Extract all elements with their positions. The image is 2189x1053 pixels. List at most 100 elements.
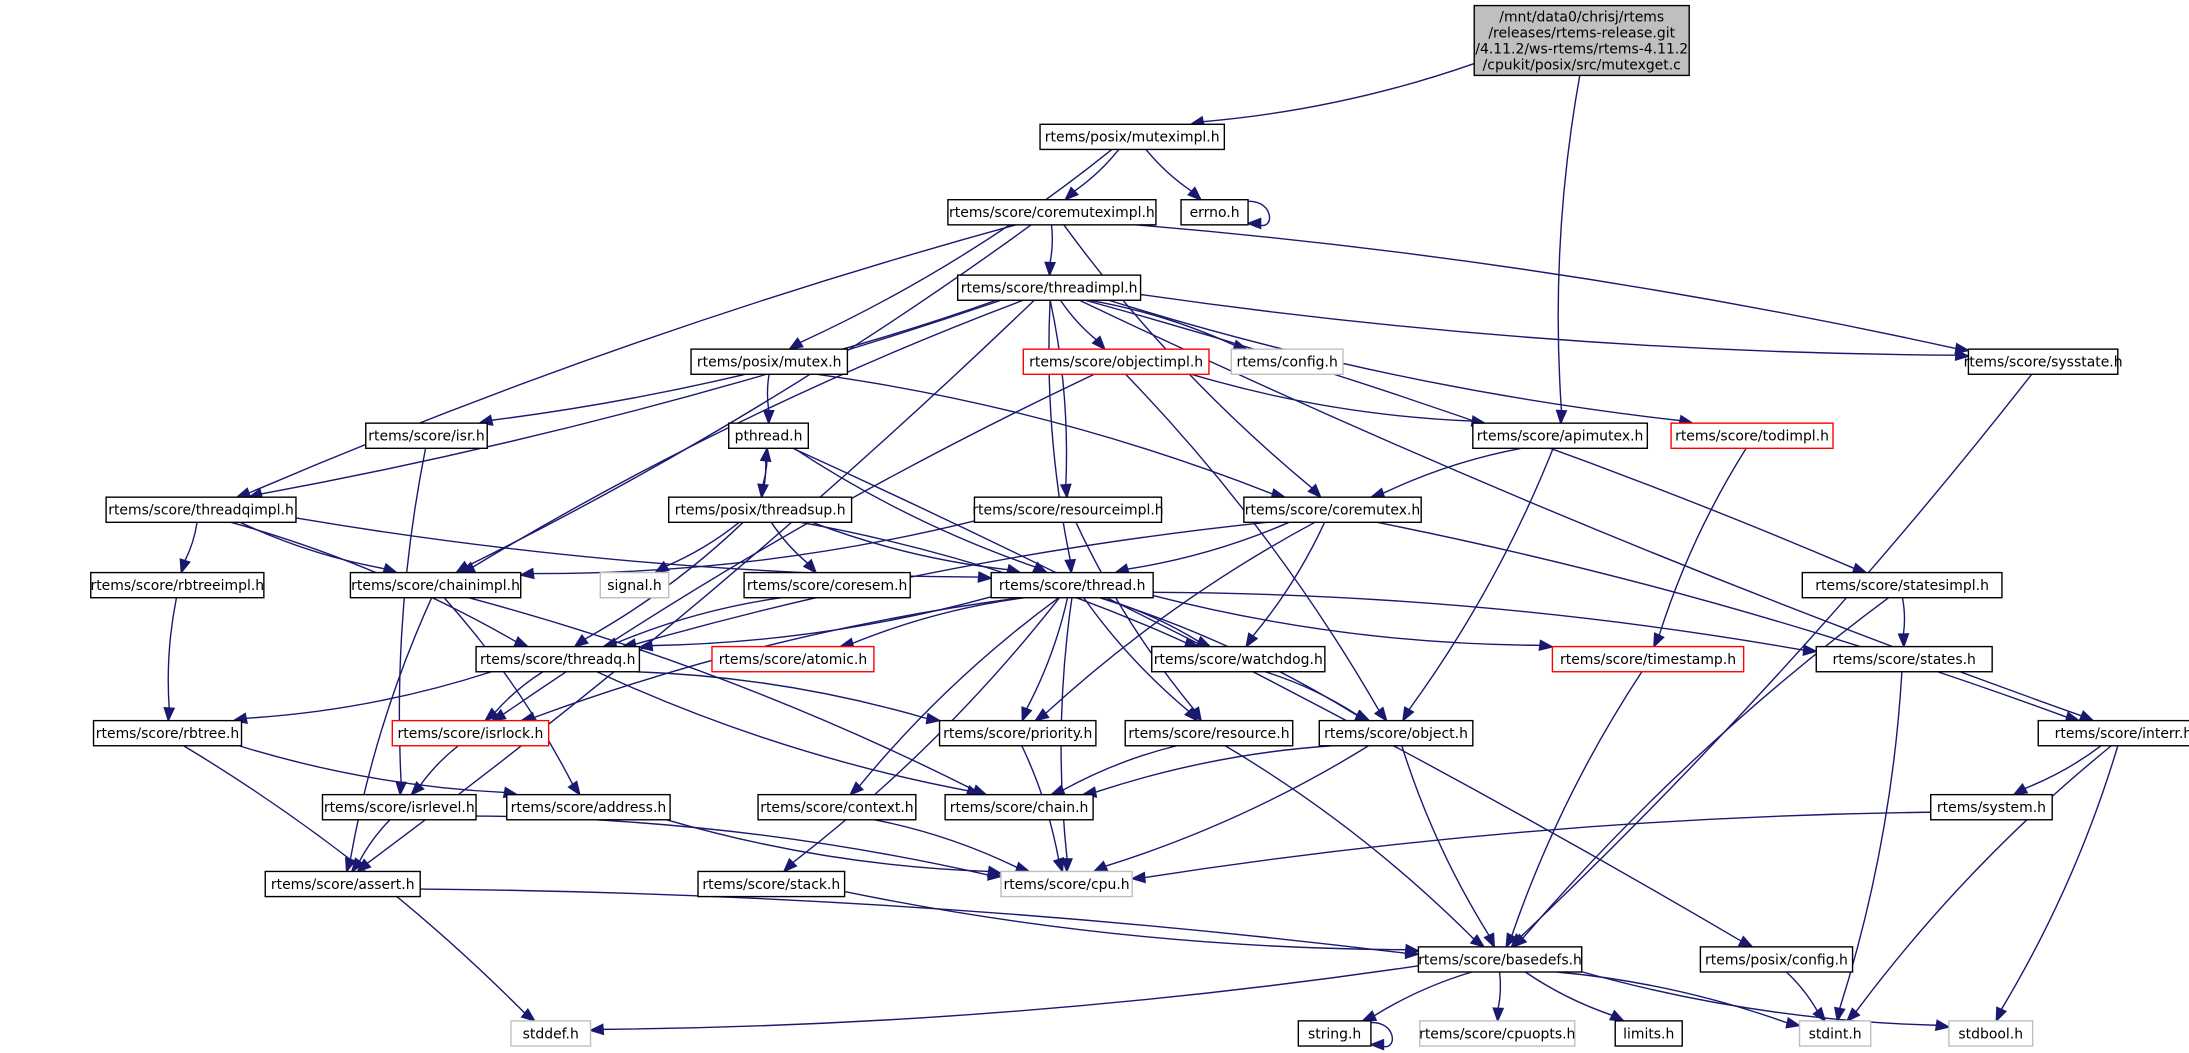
node-box[interactable] bbox=[728, 422, 810, 449]
node-stddef[interactable]: stddef.h bbox=[510, 1020, 592, 1047]
node-box[interactable] bbox=[349, 571, 522, 599]
node-box[interactable] bbox=[690, 348, 849, 375]
node-stack[interactable]: rtems/score/stack.h bbox=[697, 870, 846, 898]
node-sysstate[interactable]: rtems/score/sysstate.h bbox=[1964, 348, 2123, 375]
node-rbtreeimpl[interactable]: rtems/score/rbtreeimpl.h bbox=[90, 571, 265, 599]
node-timestamp[interactable]: rtems/score/timestamp.h bbox=[1551, 645, 1745, 673]
node-box[interactable] bbox=[1000, 870, 1133, 898]
node-box[interactable] bbox=[506, 793, 671, 821]
node-isrlevel[interactable]: rtems/score/isrlevel.h bbox=[321, 793, 477, 821]
node-root[interactable]: /mnt/data0/chrisj/rtems/releases/rtems-r… bbox=[1473, 4, 1690, 77]
node-resource[interactable]: rtems/score/resource.h bbox=[1124, 719, 1294, 747]
node-errno[interactable]: errno.h bbox=[1180, 199, 1249, 226]
node-box[interactable] bbox=[1948, 1020, 2034, 1047]
node-atomic[interactable]: rtems/score/atomic.h bbox=[711, 645, 875, 673]
node-box[interactable] bbox=[711, 645, 875, 673]
node-threadsup[interactable]: rtems/posix/threadsup.h bbox=[668, 496, 853, 524]
node-box[interactable] bbox=[1473, 4, 1690, 77]
node-stdbool[interactable]: stdbool.h bbox=[1948, 1020, 2034, 1047]
node-box[interactable] bbox=[1967, 348, 2119, 375]
node-apimutex[interactable]: rtems/score/apimutex.h bbox=[1472, 422, 1649, 449]
node-coremutex[interactable]: rtems/score/coremutex.h bbox=[1243, 496, 1422, 524]
node-box[interactable] bbox=[391, 719, 550, 747]
node-box[interactable] bbox=[1930, 793, 2053, 821]
node-box[interactable] bbox=[2037, 719, 2189, 747]
node-box[interactable] bbox=[1699, 946, 1854, 973]
node-box[interactable] bbox=[1230, 348, 1344, 375]
node-box[interactable] bbox=[944, 793, 1094, 821]
node-box[interactable] bbox=[668, 496, 853, 524]
node-priority[interactable]: rtems/score/priority.h bbox=[938, 719, 1097, 747]
node-box[interactable] bbox=[321, 793, 477, 821]
node-box[interactable] bbox=[264, 870, 421, 898]
node-context[interactable]: rtems/score/context.h bbox=[757, 793, 917, 821]
node-interr[interactable]: rtems/score/interr.h bbox=[2037, 719, 2189, 747]
node-posixmutex[interactable]: rtems/posix/mutex.h bbox=[690, 348, 849, 375]
node-stdint[interactable]: stdint.h bbox=[1798, 1020, 1872, 1047]
node-threadimpl[interactable]: rtems/score/threadimpl.h bbox=[956, 274, 1142, 301]
node-box[interactable] bbox=[1243, 496, 1422, 524]
node-box[interactable] bbox=[1039, 123, 1226, 151]
node-object[interactable]: rtems/score/object.h bbox=[1318, 719, 1474, 747]
node-config[interactable]: rtems/config.h bbox=[1230, 348, 1344, 375]
node-system[interactable]: rtems/system.h bbox=[1930, 793, 2053, 821]
node-rbtree[interactable]: rtems/score/rbtree.h bbox=[92, 719, 243, 747]
node-box[interactable] bbox=[105, 496, 297, 524]
node-box[interactable] bbox=[947, 199, 1157, 226]
node-box[interactable] bbox=[1815, 645, 1993, 673]
node-box[interactable] bbox=[743, 571, 911, 599]
node-todimpl[interactable]: rtems/score/todimpl.h bbox=[1670, 422, 1834, 449]
node-box[interactable] bbox=[1801, 571, 2003, 599]
node-box[interactable] bbox=[1798, 1020, 1872, 1047]
node-watchdog[interactable]: rtems/score/watchdog.h bbox=[1151, 645, 1326, 673]
node-box[interactable] bbox=[1022, 348, 1210, 375]
node-box[interactable] bbox=[92, 719, 243, 747]
node-box[interactable] bbox=[990, 571, 1154, 599]
node-coresem[interactable]: rtems/score/coresem.h bbox=[743, 571, 911, 599]
node-string[interactable]: string.h bbox=[1297, 1020, 1372, 1047]
node-box[interactable] bbox=[757, 793, 917, 821]
node-box[interactable] bbox=[1419, 1020, 1576, 1047]
node-box[interactable] bbox=[1124, 719, 1294, 747]
node-threadq[interactable]: rtems/score/threadq.h bbox=[475, 645, 641, 673]
node-box[interactable] bbox=[956, 274, 1142, 301]
node-chainimpl[interactable]: rtems/score/chainimpl.h bbox=[349, 571, 522, 599]
node-box[interactable] bbox=[938, 719, 1097, 747]
node-threadqimpl[interactable]: rtems/score/threadqimpl.h bbox=[105, 496, 297, 524]
node-box[interactable] bbox=[510, 1020, 592, 1047]
node-box[interactable] bbox=[1180, 199, 1249, 226]
node-box[interactable] bbox=[365, 422, 488, 449]
node-muteximpl[interactable]: rtems/posix/muteximpl.h bbox=[1039, 123, 1226, 151]
node-box[interactable] bbox=[1614, 1020, 1683, 1047]
node-isrlock[interactable]: rtems/score/isrlock.h bbox=[391, 719, 550, 747]
node-box[interactable] bbox=[1151, 645, 1326, 673]
node-box[interactable] bbox=[599, 571, 670, 599]
node-resourceimpl[interactable]: rtems/score/resourceimpl.h bbox=[972, 496, 1164, 524]
node-box[interactable] bbox=[1297, 1020, 1372, 1047]
node-box[interactable] bbox=[1551, 645, 1745, 673]
node-address[interactable]: rtems/score/address.h bbox=[506, 793, 671, 821]
node-thread[interactable]: rtems/score/thread.h bbox=[990, 571, 1154, 599]
node-box[interactable] bbox=[1318, 719, 1474, 747]
node-states[interactable]: rtems/score/states.h bbox=[1815, 645, 1993, 673]
node-pthread[interactable]: pthread.h bbox=[728, 422, 810, 449]
node-cpu[interactable]: rtems/score/cpu.h bbox=[1000, 870, 1133, 898]
node-isr[interactable]: rtems/score/isr.h bbox=[365, 422, 488, 449]
node-chain[interactable]: rtems/score/chain.h bbox=[944, 793, 1094, 821]
node-cpuopts[interactable]: rtems/score/cpuopts.h bbox=[1419, 1020, 1576, 1047]
node-objectimpl[interactable]: rtems/score/objectimpl.h bbox=[1022, 348, 1210, 375]
node-box[interactable] bbox=[90, 571, 265, 599]
node-signal[interactable]: signal.h bbox=[599, 571, 670, 599]
node-assert[interactable]: rtems/score/assert.h bbox=[264, 870, 421, 898]
node-limits[interactable]: limits.h bbox=[1614, 1020, 1683, 1047]
node-box[interactable] bbox=[475, 645, 641, 673]
node-statesimpl[interactable]: rtems/score/statesimpl.h bbox=[1801, 571, 2003, 599]
node-posixconfig[interactable]: rtems/posix/config.h bbox=[1699, 946, 1854, 973]
node-basedefs[interactable]: rtems/score/basedefs.h bbox=[1417, 946, 1583, 973]
node-box[interactable] bbox=[1472, 422, 1649, 449]
node-box[interactable] bbox=[973, 496, 1163, 524]
node-box[interactable] bbox=[697, 870, 846, 898]
node-box[interactable] bbox=[1670, 422, 1834, 449]
node-coremuteximpl[interactable]: rtems/score/coremuteximpl.h bbox=[947, 199, 1157, 226]
node-box[interactable] bbox=[1417, 946, 1583, 973]
